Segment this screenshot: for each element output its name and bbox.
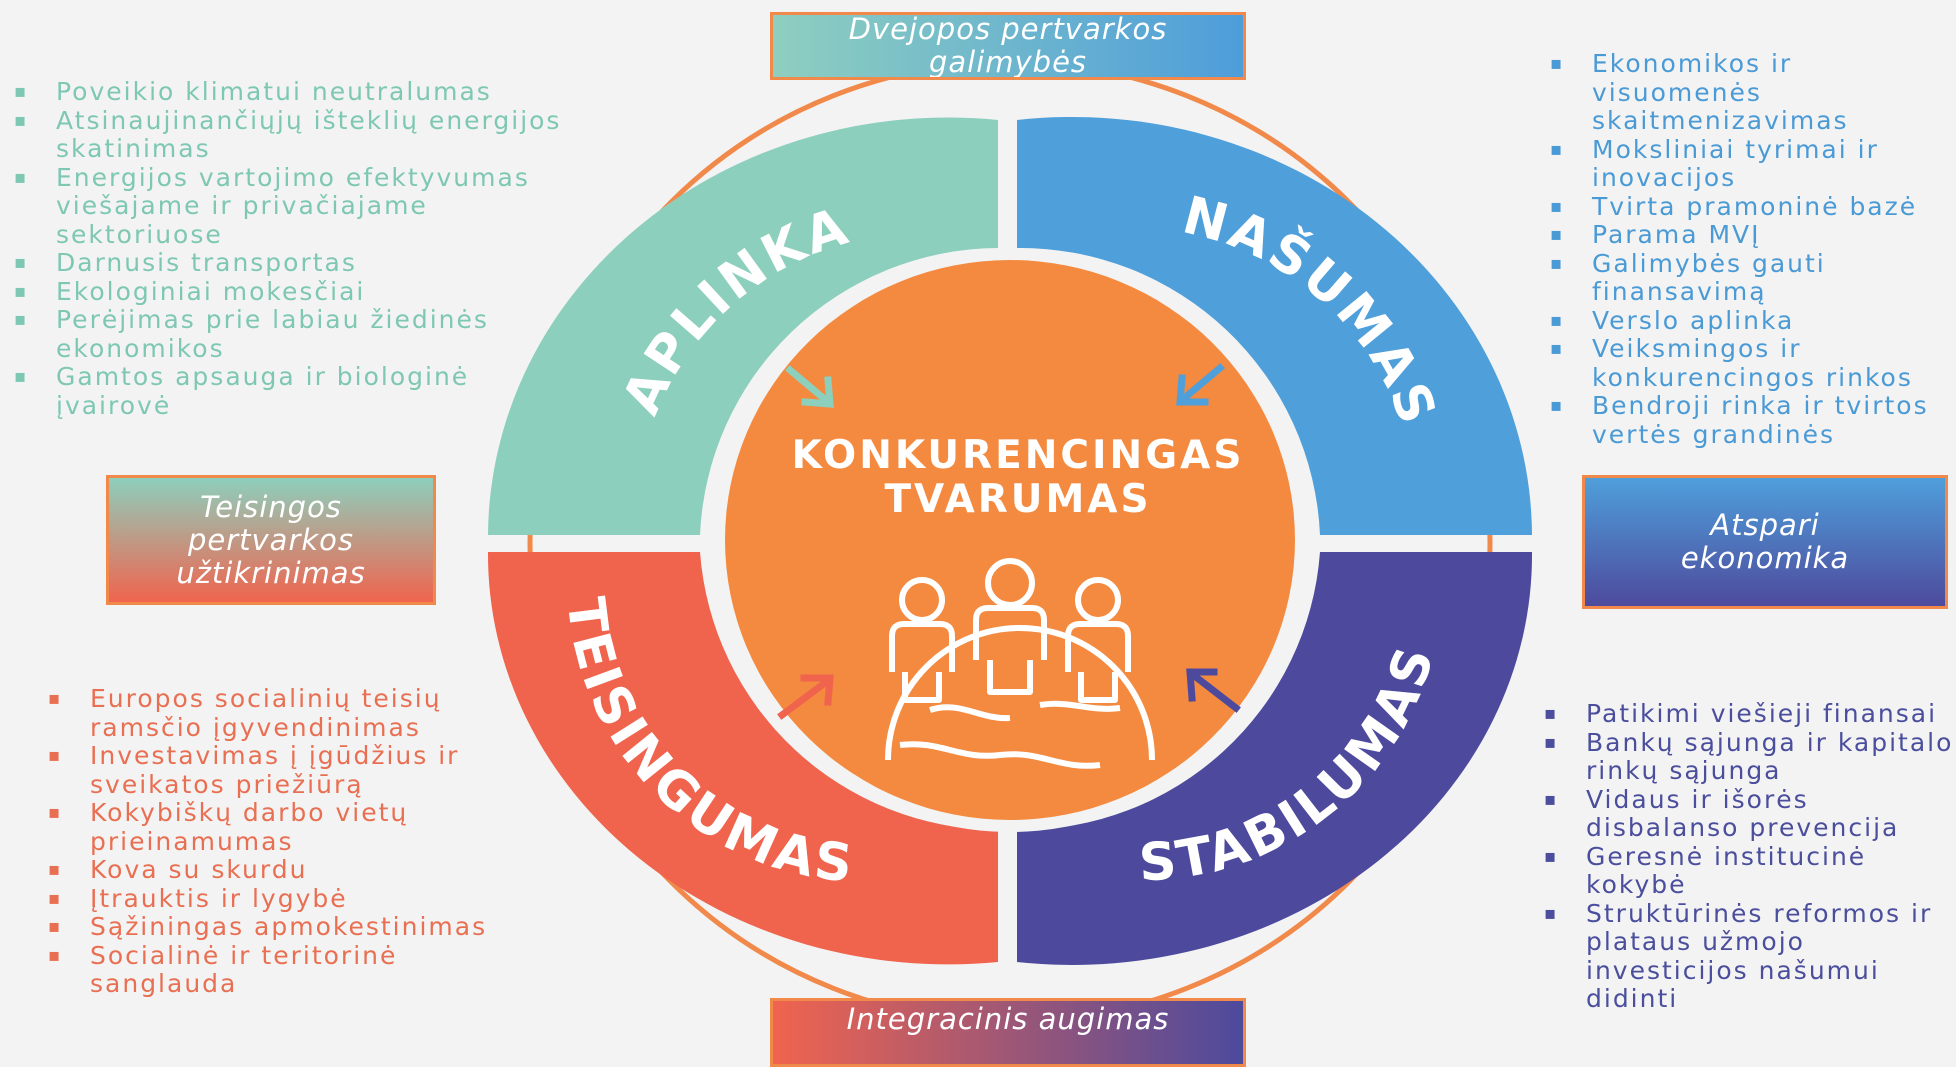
segment-teisingumas (487, 552, 998, 965)
arrow-teisingumas-icon (777, 674, 834, 720)
list-item: Energijos vartojimo efektyvumas viešajam… (14, 163, 594, 250)
box-left-line1: Teisingos (200, 489, 342, 524)
list-item: Gamtos apsauga ir biologinė įvairovė (14, 362, 594, 420)
list-item: Investavimas į įgūdžius ir sveikatos pri… (48, 741, 528, 799)
arrow-stabilumas-icon (1186, 668, 1241, 713)
box-top: Dvejopos pertvarkos galimybės (770, 12, 1246, 80)
list-item: Europos socialinių teisių ramsčio įgyven… (48, 684, 528, 742)
list-item: Parama MVĮ (1550, 220, 1950, 250)
box-left-line3: užtikrinimas (176, 555, 366, 590)
list-item: Bankų sąjunga ir kapitalo rinkų sąjunga (1544, 728, 1954, 786)
list-item: Geresnė institucinė kokybė (1544, 842, 1954, 900)
list-item: Perėjimas prie labiau žiedinės ekonomiko… (14, 305, 594, 363)
segment-stabilumas (1017, 552, 1533, 965)
segment-aplinka (488, 117, 998, 536)
list-item: Tvirta pramoninė bazė (1550, 192, 1950, 222)
center-title-line1: KONKURENCINGAS (792, 433, 1245, 478)
list-teisingumas: Europos socialinių teisių ramsčio įgyven… (48, 684, 528, 999)
box-bottom-text: Integracinis augimas (846, 1002, 1170, 1036)
box-top-text: Dvejopos pertvarkos galimybės (848, 12, 1168, 79)
list-item: Verslo aplinka (1550, 306, 1950, 336)
arrow-aplinka-icon (785, 365, 834, 408)
box-right-line2: ekonomika (1680, 541, 1850, 575)
list-item: Bendroji rinka ir tvirtos vertės grandin… (1550, 391, 1950, 449)
list-item: Ekonomikos ir visuomenės skaitmenizavima… (1550, 49, 1950, 136)
center-circle (725, 260, 1295, 820)
center-title-line2: TVARUMAS (884, 477, 1151, 522)
list-item: Socialinė ir teritorinė sanglauda (48, 941, 528, 999)
list-item: Veiksmingos ir konkurencingos rinkos (1550, 334, 1950, 392)
list-item: Įtrauktis ir lygybė (48, 884, 528, 914)
box-right-line1: Atspari (1710, 508, 1820, 542)
arrow-icon (777, 363, 1241, 720)
list-stabilumas: Patikimi viešieji finansai Bankų sąjunga… (1544, 699, 1954, 1014)
box-left-line2: pertvarkos (187, 522, 355, 557)
list-item: Patikimi viešieji finansai (1544, 699, 1954, 729)
list-item: Kova su skurdu (48, 855, 528, 885)
people-globe-icon (885, 558, 1155, 769)
list-item: Moksliniai tyrimai ir inovacijos (1550, 135, 1950, 193)
arrow-nasumas-icon (1176, 363, 1225, 406)
list-item: Vidaus ir išorės disbalanso prevencija (1544, 785, 1954, 843)
list-item: Atsinaujinančiųjų išteklių energijos ska… (14, 106, 594, 164)
list-nasumas: Ekonomikos ir visuomenės skaitmenizavima… (1550, 49, 1950, 449)
list-item: Poveikio klimatui neutralumas (14, 77, 594, 107)
list-item: Darnusis transportas (14, 248, 594, 278)
segment-nasumas (1017, 116, 1532, 535)
list-aplinka: Poveikio klimatui neutralumas Atsinaujin… (14, 77, 594, 420)
list-item: Struktūrinės reformos ir plataus užmojo … (1544, 899, 1954, 1014)
list-item: Galimybės gauti finansavimą (1550, 249, 1950, 307)
list-item: Kokybiškų darbo vietų prieinamumas (48, 798, 528, 856)
list-item: Ekologiniai mokesčiai (14, 277, 594, 307)
list-item: Sąžiningas apmokestinimas (48, 912, 528, 942)
box-bottom: Integracinis augimas (770, 998, 1246, 1067)
box-left: Teisingos pertvarkos užtikrinimas (106, 475, 436, 605)
box-right: Atspari ekonomika (1582, 475, 1948, 609)
